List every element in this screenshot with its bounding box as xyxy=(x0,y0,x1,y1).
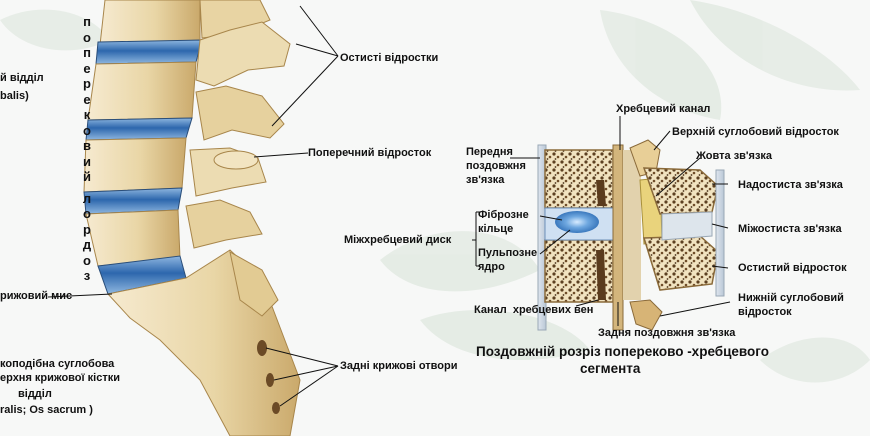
label-lumbar-part: й відділ xyxy=(0,72,44,84)
label-nucleus-pulposus-1: Пульпозне xyxy=(478,247,538,259)
label-annulus-fibrosus-1: Фіброзне xyxy=(478,209,529,221)
label-auricular-surface-1: коподібна суглобова xyxy=(0,358,115,370)
label-inferior-articular-process-2: відросток xyxy=(738,306,792,318)
label-auricular-surface-2: ерхня крижової кістки xyxy=(0,372,120,384)
label-sacral-part: відділ xyxy=(18,388,52,400)
label-interspinous-ligament: Міжостиста зв'язка xyxy=(738,223,842,235)
label-posterior-sacral-foramina: Задні крижові отвори xyxy=(340,360,458,372)
label-posterior-longitudinal-ligament: Задня поздовжня зв'язка xyxy=(598,327,736,339)
label-spinous-process: Остистий відросток xyxy=(738,262,847,274)
vertical-text-letter: к xyxy=(83,107,91,122)
label-anterior-longitudinal-ligament-1: Передня xyxy=(466,146,513,158)
vertical-text-letter: о xyxy=(83,206,91,221)
label-ligamentum-flavum: Жовта зв'язка xyxy=(696,150,773,162)
vertical-text-letter: р xyxy=(83,221,91,237)
left-leader-lines xyxy=(47,5,339,407)
label-spinous-processes: Остисті відростки xyxy=(340,52,439,64)
lumbar-spine-illustration xyxy=(83,0,301,436)
vertical-text-letter: п xyxy=(83,45,91,60)
vertical-text-letter: о xyxy=(83,29,91,45)
label-promontory: рижовий мис xyxy=(0,290,73,302)
vertical-text-letter: и xyxy=(83,153,91,169)
label-sacral-part-latin: ralis; Os sacrum ) xyxy=(0,404,93,416)
vertical-text-letter: й xyxy=(83,169,91,184)
label-anterior-longitudinal-ligament-3: зв'язка xyxy=(466,174,505,186)
label-nucleus-pulposus-2: ядро xyxy=(478,261,505,273)
label-superior-articular-process: Верхній суглобовий відросток xyxy=(672,126,839,138)
vertical-text-letter: о xyxy=(83,122,91,138)
label-anterior-longitudinal-ligament-2: поздовжня xyxy=(466,160,526,172)
caption-line-2: сегмента xyxy=(580,361,641,376)
vertical-text-letter: в xyxy=(83,138,91,153)
vertical-text-letter: л xyxy=(82,190,92,206)
label-venous-canal: Канал хребцевих вен xyxy=(474,304,594,316)
sagittal-section-illustration xyxy=(537,139,725,331)
label-annulus-fibrosus-2: кільце xyxy=(478,223,514,235)
caption-line-1: Поздовжній розріз попереково -хребцевого xyxy=(476,344,769,359)
right-leader-lines xyxy=(472,116,731,326)
vertical-text-letter: з xyxy=(83,268,91,283)
label-inferior-articular-process-1: Нижній суглобовий xyxy=(738,292,844,304)
label-transverse-process: Поперечний відросток xyxy=(308,147,432,159)
watermark-leaves xyxy=(0,0,870,383)
vertical-text-letter: р xyxy=(83,76,91,91)
vertical-text-letter: о xyxy=(83,252,91,268)
vertical-text-letter: е xyxy=(83,60,91,76)
label-spinal-canal: Хребцевий канал xyxy=(616,103,711,115)
label-intervertebral-disc: Міжхребцевий диск xyxy=(344,234,452,246)
label-supraspinous-ligament: Надостиста зв'язка xyxy=(738,179,843,191)
label-lumbar-part-latin: balis) xyxy=(0,90,29,102)
vertical-text-letter: е xyxy=(83,91,91,107)
vertical-text-letter: д xyxy=(82,237,92,252)
vertical-text-letter: п xyxy=(83,14,91,29)
